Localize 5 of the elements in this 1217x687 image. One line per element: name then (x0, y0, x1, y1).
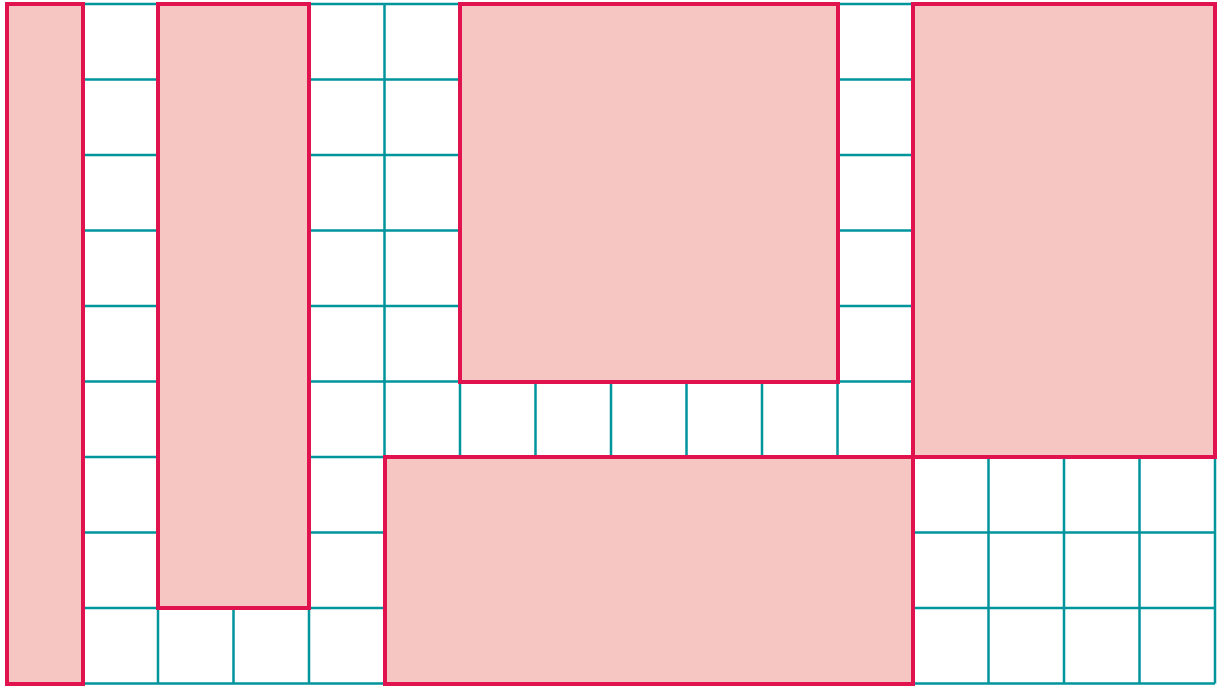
block-rectangle (382, 455, 915, 686)
block-rectangle (5, 2, 85, 686)
block-rectangle (458, 2, 840, 384)
block-rectangle (911, 2, 1217, 459)
block-rectangle (156, 2, 311, 610)
